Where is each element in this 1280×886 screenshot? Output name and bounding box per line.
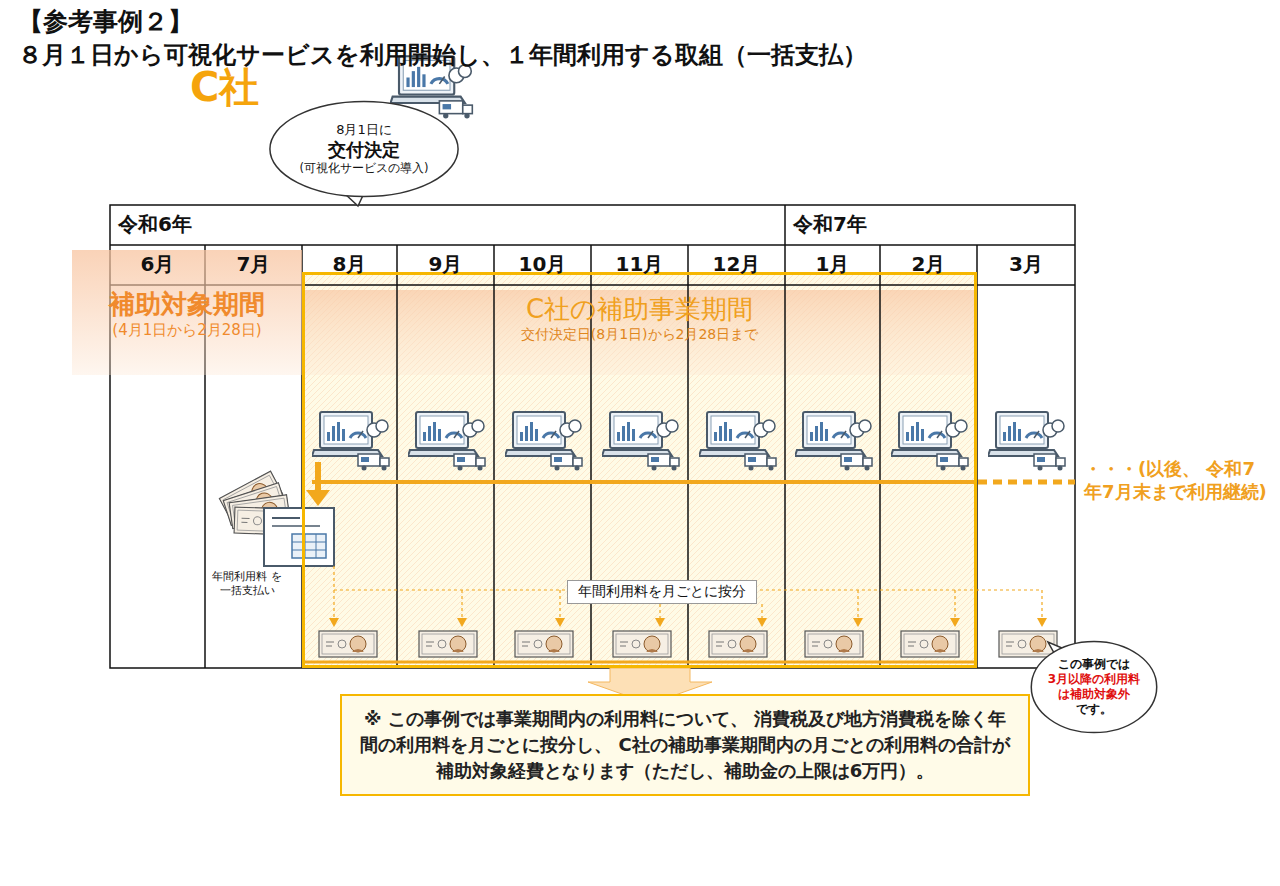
- month-label: 3月: [977, 252, 1075, 277]
- timeline-grid: [110, 205, 1075, 668]
- node-text: (4月1日から2月28日): [112, 321, 261, 340]
- note-label: 年間利用料 を一括支払い: [210, 570, 284, 598]
- callout-bubble: 8月1日に交付決定(可視化サービスの導入): [268, 100, 460, 198]
- month-label: 8月: [302, 252, 397, 277]
- bubble-ellipse: [1031, 641, 1156, 732]
- node-text: 3月以降の利用料は補助対象外: [1042, 672, 1146, 702]
- project-period-box: C社の補助事業期間交付決定日(8月1日)から2月28日まで年間利用料を月ごとに按…: [302, 272, 977, 668]
- month-label: 7月: [205, 252, 302, 277]
- node-text: ※ この事例では事業期間内の利用料について、 消費税及び地方消費税を除く年間の利…: [360, 706, 1010, 784]
- month-label: 1月: [785, 252, 880, 277]
- node-text: 交付決定日(8月1日)から2月28日まで: [521, 326, 758, 344]
- node-text: C社の補助事業期間: [526, 293, 753, 326]
- note-box: ※ この事例では事業期間内の利用料について、 消費税及び地方消費税を除く年間の利…: [340, 694, 1030, 796]
- month-label: 11月: [591, 252, 688, 277]
- node-text: 交付決定: [328, 139, 400, 162]
- node-text: 補助対象期間: [109, 288, 265, 321]
- month-label: 12月: [688, 252, 785, 277]
- note-label: ・・・(以後、 令和7年7月末まで利用継続): [1082, 458, 1274, 503]
- company-logo: C社: [190, 62, 259, 112]
- node-text: 年間利用料を月ごとに按分: [578, 583, 746, 601]
- month-label: 6月: [110, 252, 205, 277]
- month-label: 10月: [494, 252, 591, 277]
- label-box: 年間利用料を月ごとに按分: [567, 580, 757, 604]
- heading-label: ８月１日から可視化サービスを利用開始し、１年間利用する取組（一括支払）: [18, 40, 867, 70]
- usage-line: [306, 462, 1075, 506]
- node-text: この事例では: [1058, 657, 1130, 672]
- month-label: 9月: [397, 252, 494, 277]
- project-hatch: [302, 272, 977, 668]
- bubble-ellipse: [270, 101, 458, 196]
- diagram-title: 【参考事例２】: [18, 6, 193, 37]
- period-overlay: [302, 290, 977, 375]
- cash-payment: [219, 471, 334, 566]
- allocation-arrows: [329, 566, 1047, 627]
- callout-bubble: この事例では3月以降の利用料は補助対象外です。: [1030, 640, 1158, 734]
- node-text: (可視化サービスの導入): [300, 161, 429, 175]
- heading-label: 令和7年: [793, 212, 867, 237]
- node-text: です。: [1076, 702, 1112, 717]
- monthly-bills: [302, 631, 1057, 662]
- heading-label: 令和6年: [118, 212, 192, 237]
- node-text: 8月1日に: [336, 122, 392, 138]
- project-ground: [302, 272, 977, 668]
- month-label: 2月: [880, 252, 977, 277]
